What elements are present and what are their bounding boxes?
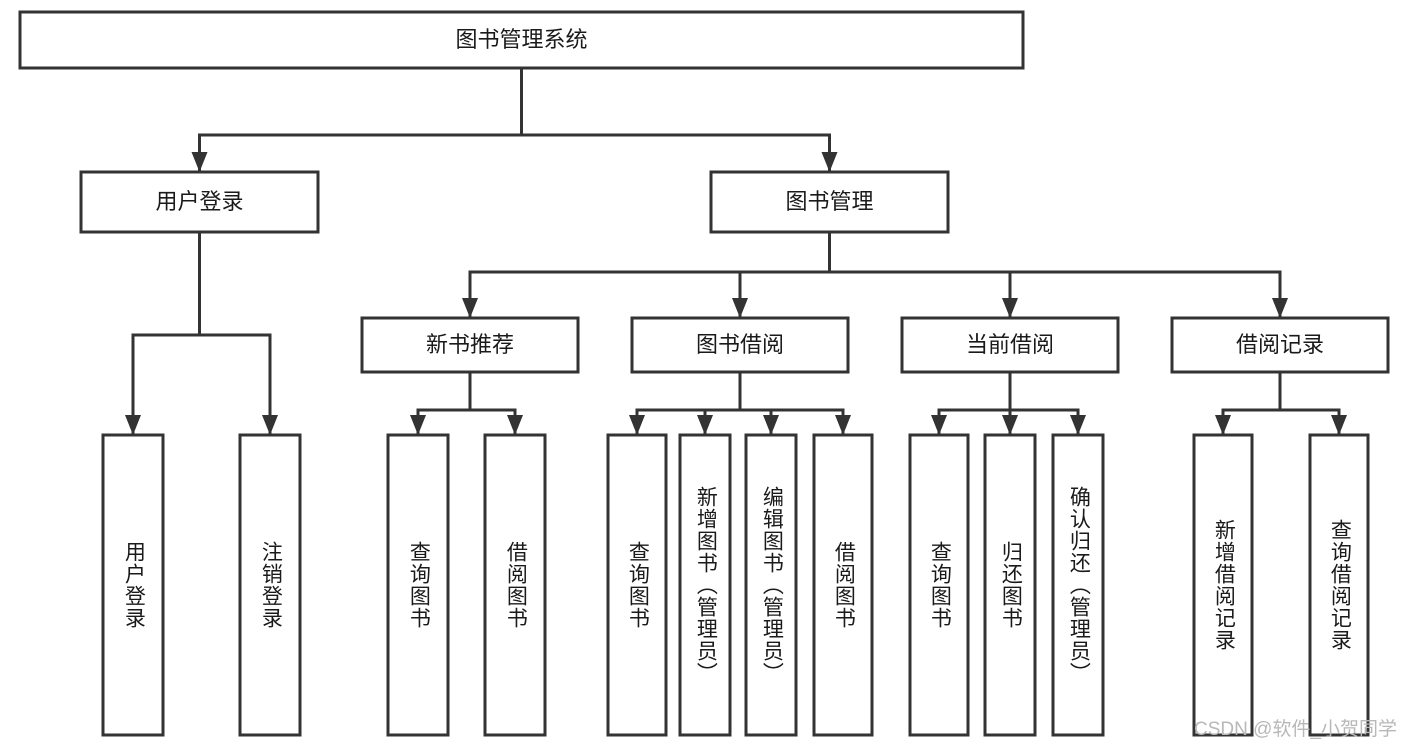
arrow-head-leaf-query-book-1 (410, 415, 426, 435)
boxes-layer (18, 10, 1390, 737)
node-box-leaf-user-login (101, 433, 165, 737)
node-box-leaf-borrow-book-1 (483, 433, 547, 737)
node-box-book-borrow (630, 316, 850, 374)
node-label-user-login: 用户登录 (155, 189, 243, 214)
arrow-head-leaf-return-book (1002, 415, 1018, 435)
node-box-user-login (79, 170, 320, 234)
arrow-head-leaf-borrow-book-2 (835, 415, 851, 435)
node-box-new-book-rec (360, 316, 580, 374)
node-label-book-borrow: 图书借阅 (696, 332, 784, 357)
arrow-head-user-login (191, 152, 208, 172)
arrow-head-leaf-query-book-2 (629, 415, 645, 435)
arrow-head-current-borrow (1002, 298, 1018, 318)
arrow-head-leaf-edit-book (763, 415, 779, 435)
node-box-current-borrow (900, 316, 1120, 374)
node-box-leaf-confirm-return (1051, 433, 1105, 737)
node-label-new-book-rec: 新书推荐 (426, 332, 514, 357)
node-box-borrow-record (1170, 316, 1390, 374)
csdn-watermark: CSDN @软件_小贺同学 (1194, 719, 1397, 740)
connectors-layer (125, 66, 1347, 437)
arrow-head-leaf-confirm-return (1070, 415, 1086, 435)
node-box-leaf-borrow-book-2 (812, 433, 874, 737)
arrow-head-leaf-query-record (1331, 415, 1347, 435)
node-box-book-manage (709, 170, 950, 234)
node-label-borrow-record: 借阅记录 (1236, 332, 1324, 357)
arrow-head-new-book-rec (462, 298, 478, 318)
node-label-book-manage: 图书管理 (785, 189, 873, 214)
node-box-leaf-return-book (983, 433, 1037, 737)
node-box-leaf-user-logout (238, 433, 302, 737)
node-label-root: 图书管理系统 (455, 27, 587, 52)
arrow-head-book-borrow (732, 298, 748, 318)
arrow-head-leaf-query-book-3 (931, 415, 947, 435)
arrow-head-leaf-user-login (125, 415, 141, 435)
node-box-leaf-add-book (678, 433, 732, 737)
node-box-leaf-query-record (1308, 433, 1370, 737)
arrow-head-book-manage (821, 152, 838, 172)
node-box-leaf-query-book-1 (386, 433, 450, 737)
arrow-head-leaf-add-book (697, 415, 713, 435)
node-box-root (18, 10, 1025, 70)
arrow-head-leaf-add-record (1215, 415, 1231, 435)
node-box-leaf-add-record (1192, 433, 1254, 737)
node-box-leaf-query-book-3 (908, 433, 970, 737)
arrow-head-leaf-borrow-book-1 (507, 415, 523, 435)
node-box-leaf-query-book-2 (606, 433, 668, 737)
arrow-head-borrow-record (1272, 298, 1288, 318)
node-label-current-borrow: 当前借阅 (966, 332, 1054, 357)
arrow-head-leaf-user-logout (262, 415, 278, 435)
node-box-leaf-edit-book (744, 433, 798, 737)
